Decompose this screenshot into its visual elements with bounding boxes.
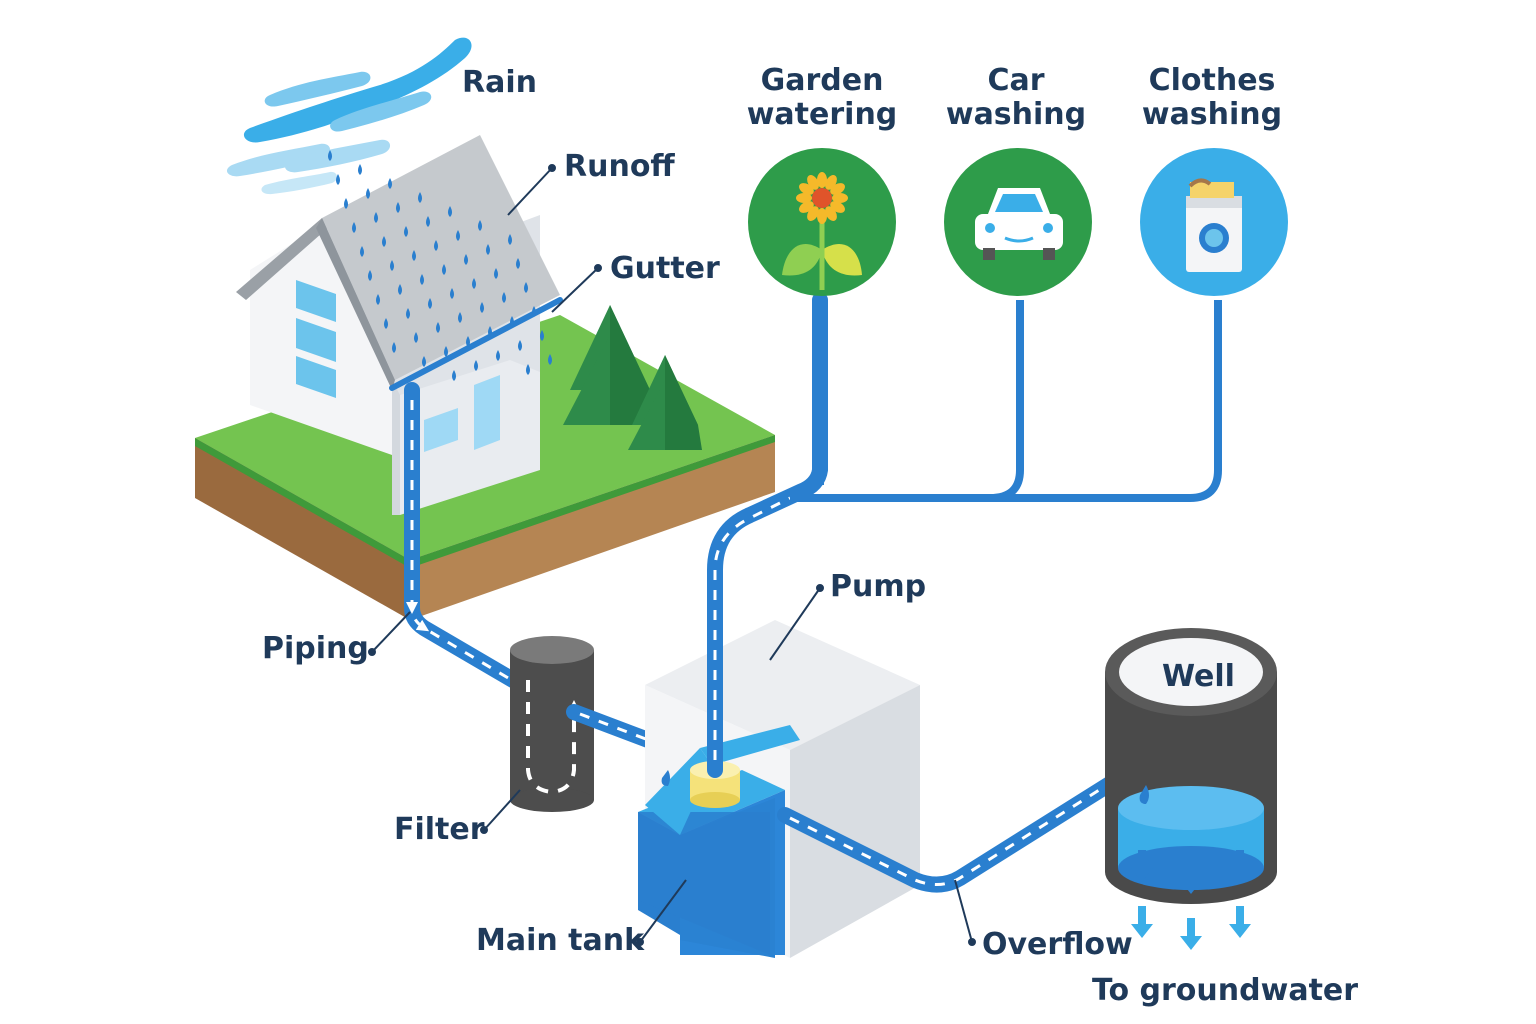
overflow-pipe: [777, 757, 1148, 893]
label-car-washing: Car washing: [945, 63, 1087, 132]
label-garden-watering: Garden watering: [746, 63, 898, 132]
main-tank: [638, 725, 800, 958]
filter-unit: [510, 636, 594, 812]
well: [1105, 628, 1277, 904]
groundwater-arrows: [1131, 850, 1251, 950]
supply-pipe: [707, 292, 1222, 778]
washing-machine-icon: [1140, 148, 1288, 296]
car-washing-icon: [944, 148, 1092, 296]
garden-watering-icon: [748, 148, 896, 296]
leader-lines: [368, 164, 976, 946]
cloud-icon: [226, 37, 472, 195]
label-runoff: Runoff: [564, 149, 675, 184]
label-main-tank: Main tank: [476, 923, 645, 958]
label-rain: Rain: [462, 65, 537, 100]
tree-icon: [563, 305, 702, 450]
label-clothes-washing: Clothes washing: [1141, 63, 1283, 132]
label-filter: Filter: [394, 812, 485, 847]
label-pump: Pump: [830, 569, 927, 604]
house: [236, 135, 563, 515]
label-well: Well: [1162, 659, 1235, 694]
label-overflow: Overflow: [982, 927, 1133, 962]
label-piping: Piping: [262, 631, 369, 666]
label-to-groundwater: To groundwater: [1092, 973, 1359, 1008]
raindrops: [328, 150, 552, 381]
downpipe: [404, 382, 538, 698]
label-gutter: Gutter: [610, 251, 720, 286]
